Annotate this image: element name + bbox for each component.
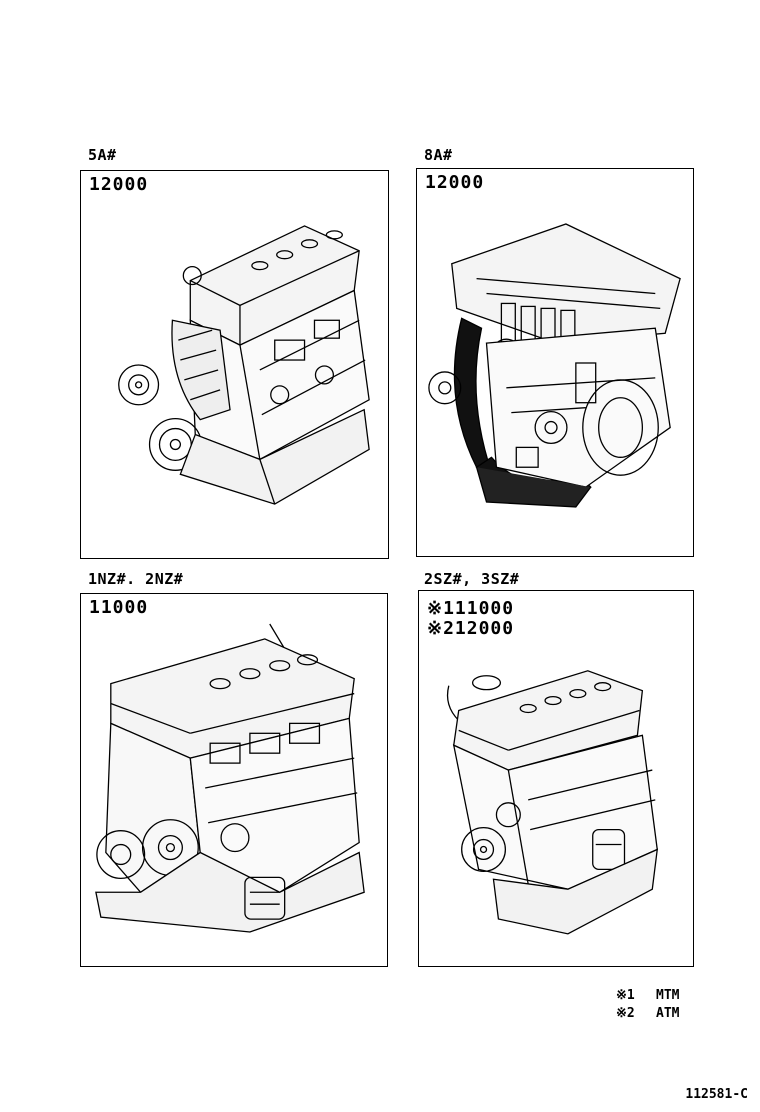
part-code: 11000 [89,597,149,618]
panel-label-1nz-2nz: 1NZ#. 2NZ# [88,570,184,588]
panel-1nz-2nz: 11000 [80,593,388,967]
part-code-atm: ※212000 [427,618,515,639]
engine-5a-drawing [118,225,370,505]
part-code-mtm: ※111000 [427,598,515,619]
engine-1nz-2nz-drawing [95,623,365,933]
legend-item-mtm: ※1 MTM [616,988,679,1003]
panel-label-5a: 5A# [88,146,117,164]
panel-8a: 12000 [416,168,694,557]
legend-text: ATM [656,1006,680,1021]
legend-text: MTM [656,988,680,1003]
legend-item-atm: ※2 ATM [616,1006,679,1021]
legend-mark: ※1 [616,988,635,1003]
panel-5a: 12000 [80,170,389,559]
panel-2sz-3sz: ※111000 ※212000 [418,590,694,967]
engine-2sz-3sz-drawing [446,670,659,935]
legend-mark: ※2 [616,1006,635,1021]
engine-8a-drawing [428,223,681,508]
panel-label-8a: 8A# [424,146,453,164]
part-code: 12000 [89,174,149,195]
figure-number: 112581-C [685,1087,748,1102]
part-code: 12000 [425,172,485,193]
panel-label-2sz-3sz: 2SZ#, 3SZ# [424,570,520,588]
